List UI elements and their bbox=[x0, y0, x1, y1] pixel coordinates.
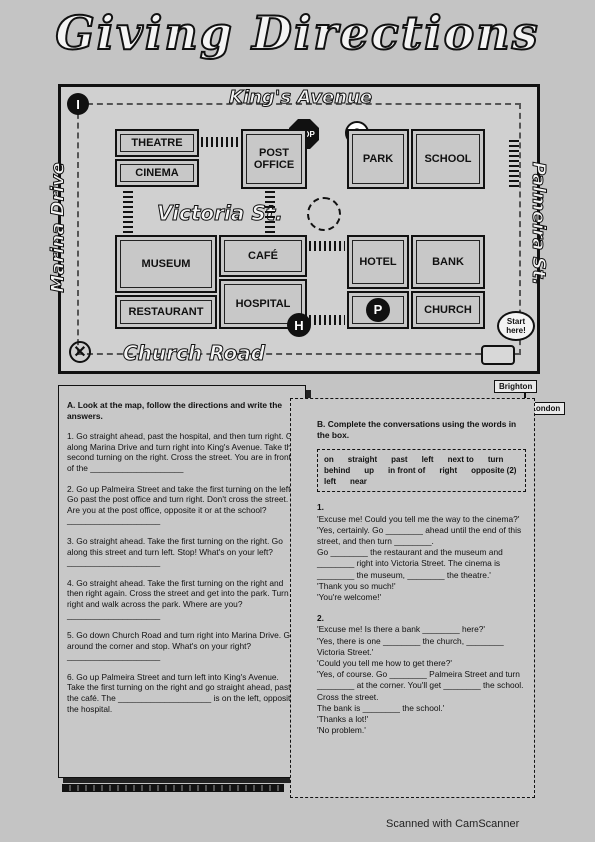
word-item: behind bbox=[324, 466, 351, 476]
conversation-1-number: 1. bbox=[317, 502, 324, 513]
parking-lot: P bbox=[347, 291, 409, 329]
decorative-road-bar bbox=[62, 784, 284, 792]
building-bank: BANK bbox=[411, 235, 485, 289]
word-item: straight bbox=[347, 455, 378, 465]
car-icon bbox=[481, 345, 515, 365]
section-b: B. Complete the conversations using the … bbox=[290, 398, 535, 798]
info-marker-icon: I bbox=[67, 93, 89, 115]
section-a: A. Look at the map, follow the direction… bbox=[58, 385, 306, 778]
word-item: in front of bbox=[388, 466, 426, 476]
page-title: Giving Directions bbox=[54, 5, 540, 61]
building-church: CHURCH bbox=[411, 291, 485, 329]
building-cafe: CAFÉ bbox=[219, 235, 307, 277]
conversation-2-line: The bank is ________ the school.' bbox=[317, 702, 445, 713]
parking-icon: P bbox=[366, 298, 390, 322]
street-kings-avenue: King's Avenue bbox=[228, 87, 373, 109]
building-theatre: THEATRE bbox=[115, 129, 199, 157]
start-here-bubble: Start here! bbox=[497, 311, 535, 341]
conversation-2-line: 'Yes, of course. Go ________ Palmeira St… bbox=[317, 669, 524, 702]
building-cinema: CINEMA bbox=[115, 159, 199, 187]
street-map: King's Avenue Victoria St. Church Road M… bbox=[47, 84, 550, 374]
word-item: next to bbox=[447, 455, 474, 465]
conversation-2-line: 'Excuse me! Is there a bank ________ her… bbox=[317, 624, 486, 635]
conversation-2-line: 'Yes, there is one ________ the church, … bbox=[317, 635, 504, 657]
word-item: right bbox=[439, 466, 458, 476]
sign-brighton: Brighton bbox=[494, 380, 538, 393]
section-a-heading: A. Look at the map, follow the direction… bbox=[67, 400, 282, 421]
question-5: 5. Go down Church Road and turn right in… bbox=[67, 630, 295, 662]
question-4: 4. Go straight ahead. Take the first tur… bbox=[67, 577, 289, 620]
roundabout bbox=[307, 197, 341, 231]
hospital-marker-icon: H bbox=[287, 313, 311, 337]
map-road-outline bbox=[77, 103, 521, 355]
building-hotel: HOTEL bbox=[347, 235, 409, 289]
conversation-1-line: 'Thank you so much!' bbox=[317, 580, 396, 591]
word-item: up bbox=[364, 466, 374, 476]
building-museum: MUSEUM bbox=[115, 235, 217, 293]
crosswalk bbox=[201, 137, 239, 147]
section-b-heading: B. Complete the conversations using the … bbox=[317, 419, 517, 441]
conversation-1-line: 'You're welcome!' bbox=[317, 592, 382, 603]
building-park: PARK bbox=[347, 129, 409, 189]
street-church-road: Church Road bbox=[122, 341, 266, 366]
word-item: left bbox=[421, 455, 434, 465]
crosswalk bbox=[309, 315, 345, 325]
building-post-office: POST OFFICE bbox=[241, 129, 307, 189]
building-school: SCHOOL bbox=[411, 129, 485, 189]
crosswalk bbox=[265, 191, 275, 233]
conversation-1-line: 'Excuse me! Could you tell me the way to… bbox=[317, 513, 520, 524]
scanner-footer: Scanned with CamScanner bbox=[386, 818, 520, 830]
conversation-2-line: 'Could you tell me how to get there?' bbox=[317, 658, 452, 669]
question-6: 6. Go up Palmeira Street and turn left i… bbox=[67, 671, 296, 714]
word-box: on straight past left next to turn behin… bbox=[317, 449, 526, 493]
conversation-1-line: Go ________ the restaurant and the museu… bbox=[317, 547, 503, 580]
question-1: 1. Go straight ahead, past the hospital,… bbox=[67, 431, 297, 473]
sign-london: London bbox=[526, 402, 566, 415]
crosswalk bbox=[309, 241, 345, 251]
street-palmeira: Palmeira St. bbox=[528, 161, 550, 286]
conversation-1-line: 'Yes, certainly. Go ________ ahead until… bbox=[317, 524, 522, 547]
street-marina-drive: Marina Drive bbox=[47, 162, 69, 293]
word-item: left bbox=[324, 477, 336, 487]
conversation-2-line: 'Thanks a lot!' bbox=[317, 714, 369, 725]
building-restaurant: RESTAURANT bbox=[115, 295, 217, 329]
word-item: on bbox=[324, 455, 334, 465]
word-item: near bbox=[350, 477, 367, 487]
street-victoria: Victoria St. bbox=[157, 201, 284, 226]
crosswalk bbox=[123, 189, 133, 233]
word-item: turn bbox=[487, 455, 504, 465]
conversation-2-line: 'No problem.' bbox=[317, 725, 366, 736]
word-item: opposite (2) bbox=[471, 466, 517, 476]
question-2: 2. Go up Palmeira Street and take the fi… bbox=[67, 483, 293, 526]
crossroads-marker-icon: ✕ bbox=[69, 341, 91, 363]
word-item: past bbox=[391, 455, 408, 465]
crosswalk bbox=[509, 139, 519, 187]
conversation-2-number: 2. bbox=[317, 613, 324, 624]
question-3: 3. Go straight ahead. Take the first tur… bbox=[67, 535, 283, 568]
